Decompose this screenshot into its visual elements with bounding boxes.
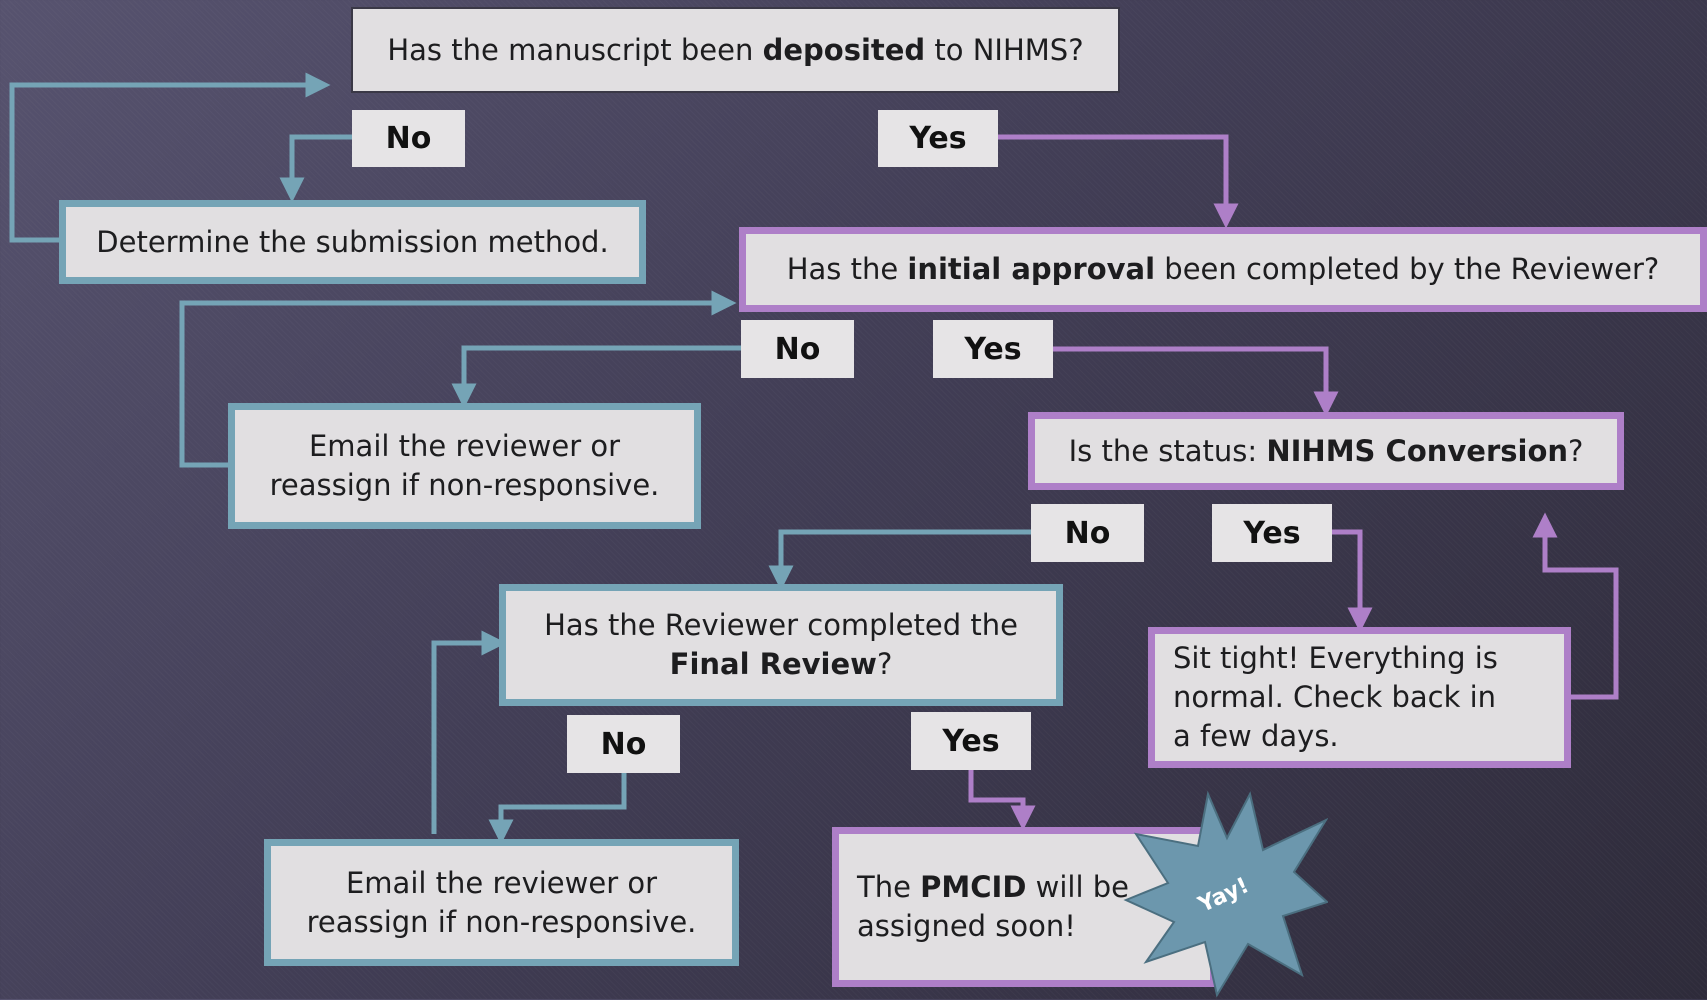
arrow-yes-to-initial-approval [998, 134, 1239, 229]
arrow-yes-to-sit-tight [1332, 529, 1373, 633]
yay-burst-shape [1123, 790, 1328, 998]
arrow-yes-to-status [1053, 346, 1339, 417]
yay-burst: Yay! [1123, 790, 1328, 998]
arrow-no-to-determine [279, 134, 352, 203]
label-no-final-review: No [567, 715, 680, 773]
question-deposited-text: Has the manuscript been deposited to NIH… [387, 32, 1084, 67]
determine-method-box: Determine the submission method. [59, 200, 646, 284]
label-yes-deposited: Yes [878, 110, 998, 167]
label-yes-status: Yes [1212, 504, 1332, 562]
label-yes-initial-approval: Yes [933, 320, 1053, 378]
question-initial-approval-box: Has the initial approval been completed … [739, 227, 1707, 312]
question-initial-approval-text: Has the initial approval been completed … [786, 252, 1660, 286]
label-no-status: No [1031, 504, 1144, 562]
loop-arrow-email1-to-initial-approval [179, 290, 737, 468]
label-no-deposited: No [352, 110, 465, 167]
arrow-no-to-email2 [488, 773, 627, 845]
label-no-initial-approval: No [741, 320, 854, 378]
loop-arrow-sit-tight-to-status [1532, 512, 1619, 700]
arrow-no-to-final-review [768, 529, 1031, 591]
label-yes-final-review: Yes [911, 712, 1031, 770]
determine-method-text: Determine the submission method. [96, 224, 609, 259]
loop-arrow-email2-to-final-review [431, 630, 507, 834]
question-status-box: Is the status: NIHMS Conversion? [1028, 412, 1624, 490]
question-status-text: Is the status: NIHMS Conversion? [1068, 433, 1584, 468]
loop-arrow-determine-to-deposited [9, 72, 331, 243]
arrow-no-to-email1 [451, 345, 741, 409]
question-deposited-box: Has the manuscript been deposited to NIH… [351, 7, 1120, 93]
arrow-yes-to-pmcid [968, 770, 1036, 831]
